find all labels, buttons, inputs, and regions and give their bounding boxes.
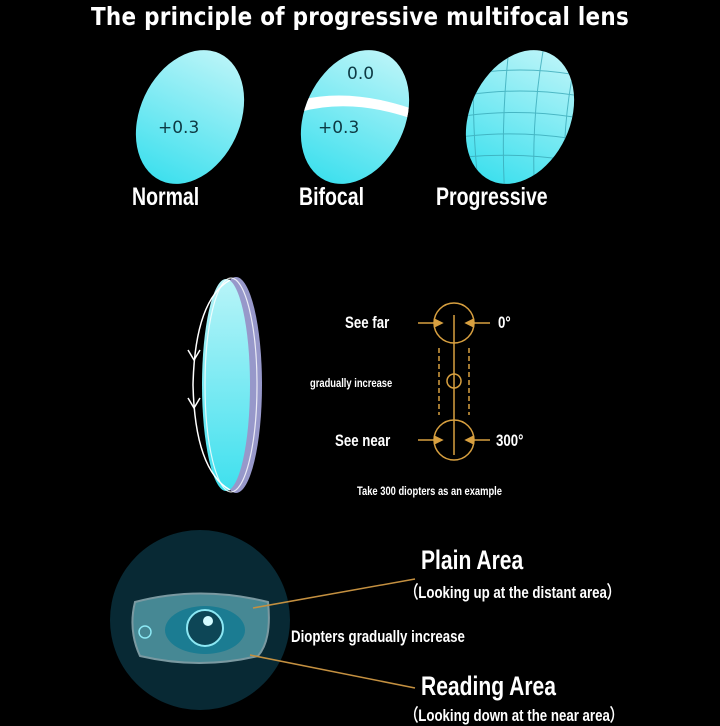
reading-area-title: Reading Area (421, 671, 556, 701)
side-lens-icon (187, 277, 262, 493)
eye-lens-graphic (110, 530, 290, 710)
diopter-diagram (418, 302, 490, 461)
diopters-increase-label: Diopters gradually increase (291, 627, 465, 646)
lens-label-normal: Normal (132, 183, 200, 211)
progressive-lens-icon (445, 39, 595, 201)
normal-lens-icon (135, 50, 245, 184)
page-title: The principle of progressive multifocal … (90, 2, 630, 31)
near-degree: 300° (496, 431, 524, 450)
see-near-label: See near (335, 431, 391, 450)
gradually-increase-label: gradually increase (310, 376, 393, 390)
plain-area-subtitle: （Looking up at the distant area） (405, 583, 621, 602)
bifocal-bottom-value: +0.3 (318, 118, 360, 138)
lens-label-progressive: Progressive (436, 183, 548, 211)
bifocal-top-value: 0.0 (347, 64, 375, 84)
example-note: Take 300 diopters as an example (357, 484, 502, 498)
plain-area-title: Plain Area (421, 545, 524, 575)
far-degree: 0° (498, 313, 511, 332)
see-far-label: See far (345, 313, 390, 332)
lens-label-bifocal: Bifocal (299, 183, 365, 211)
normal-lens-value: +0.3 (158, 118, 200, 138)
reading-area-subtitle: （Looking down at the near area） (405, 706, 624, 725)
bifocal-lens-icon (300, 50, 410, 184)
